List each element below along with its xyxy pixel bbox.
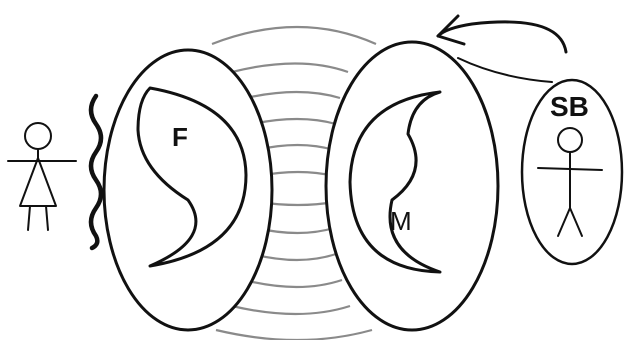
figure-leg-left [28, 206, 30, 230]
ring [252, 254, 336, 260]
stick-figure-left [8, 123, 76, 230]
ring [232, 306, 350, 314]
left-oval-group: F [104, 50, 272, 330]
ring [244, 280, 342, 287]
middle-oval-label: M [390, 206, 412, 236]
connector-line [458, 58, 552, 82]
ring [212, 27, 376, 44]
wavy-barrier [91, 96, 101, 248]
middle-oval [326, 42, 498, 330]
right-bubble-group: SB [522, 80, 622, 264]
figure-leg-right [46, 206, 48, 230]
ring [232, 64, 348, 73]
ring [246, 92, 340, 98]
arrow-shaft [438, 22, 566, 52]
left-oval-label: F [172, 122, 188, 152]
right-bubble-label: SB [550, 91, 589, 122]
ring [216, 330, 372, 340]
ring [252, 119, 336, 124]
left-oval [104, 50, 272, 330]
middle-oval-group: M [326, 42, 498, 330]
figure-dress [20, 158, 56, 206]
figure-head [25, 123, 51, 149]
